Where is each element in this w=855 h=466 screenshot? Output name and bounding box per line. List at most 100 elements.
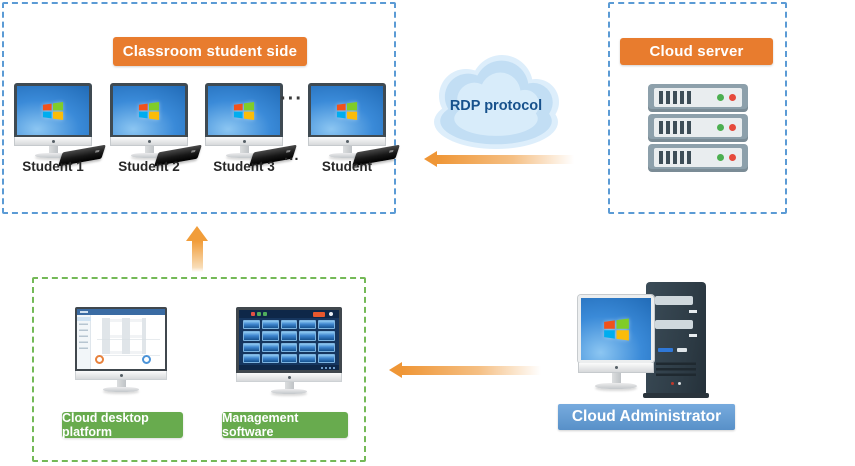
monitor-chin [14,137,92,146]
windows-logo-icon [233,100,255,122]
led-green-icon [717,154,724,161]
monitor-stand [116,380,126,387]
screen-thumbnail [318,353,335,363]
toolbar-user-icon [329,311,333,316]
student-monitor [14,83,92,137]
led-green-icon [717,124,724,131]
rdp-cloud: RDP protocol [418,50,574,152]
windows-logo-icon [603,316,630,343]
screen-thumbnail [299,342,317,352]
management-screen-grid [243,320,335,363]
tower-vents [656,362,696,376]
arrow-tail [191,241,203,272]
classroom-title-banner: Classroom student side [113,37,307,66]
screen-thumbnail [243,331,260,341]
screen-thumbnail [243,353,260,363]
server-panel [654,88,742,107]
monitor-base [226,153,262,158]
management-label-text: Management software [222,411,299,439]
monitor-base [35,153,71,158]
toolbar-green-icon [257,312,261,316]
arrow-server-to-classroom [424,151,574,167]
monitor-stand [144,146,154,153]
monitor-base [131,153,167,158]
classroom-title: Classroom student side [122,43,298,60]
student-monitor [110,83,188,137]
management-statusbar [239,365,339,370]
monitor-chin [205,137,283,146]
dashboard-screen [75,307,167,371]
windows-logo-icon [336,100,358,122]
power-button-icon [677,348,687,352]
bay-indicator [689,334,697,337]
monitor-chin [308,137,386,146]
screen-thumbnail [261,342,279,352]
screen-thumbnail [261,353,279,363]
monitor-chin [75,371,167,380]
monitor-stand [284,382,294,389]
drive-bay [655,296,693,305]
arrowhead-left-icon [389,362,402,378]
windows-logo-icon [138,100,160,122]
student-station-2: Student 2 [110,83,202,178]
student-station-3: Student 3 [205,83,297,178]
tower-leds-icon [671,382,681,385]
led-green-icon [717,94,724,101]
server-vent-slots [659,151,691,164]
screen-thumbnail [261,331,279,341]
cloud-desktop-platform-label: Cloud desktop platform [62,411,183,439]
monitor-stand [342,146,352,153]
management-software-label: Management software [222,411,348,439]
labels-ellipsis: ... [284,147,300,164]
cloud-server-title-banner: Cloud server [620,38,773,65]
dashboard-orange-gauge-icon [95,355,104,364]
screen-thumbnail [318,342,335,352]
arrowhead-left-icon [424,151,437,167]
admin-monitor [578,295,654,389]
monitor-chin [578,363,654,373]
screen-thumbnail [243,342,260,352]
server-unit [648,84,748,112]
server-panel [654,118,742,137]
windows-logo-icon [42,100,64,122]
dashboard-topbar [77,309,165,315]
drive-bay [655,320,693,329]
management-software-monitor [236,307,342,394]
student-monitor [205,83,283,137]
screen-thumbnail [243,320,260,330]
server-vent-slots [659,121,691,134]
dashboard-sidebar [77,315,91,369]
arrow-tail [437,154,574,164]
arrow-platform-to-classroom [186,226,208,273]
led-red-icon [729,94,736,101]
student-label: Student 1 [22,159,84,174]
admin-tower-pc [643,282,709,398]
dashboard-content [92,315,165,369]
server-unit [648,144,748,172]
student-label: Student [321,159,373,174]
server-vent-slots [659,91,691,104]
cloud-desktop-platform-monitor [75,307,167,392]
toolbar-red-icon [251,312,255,316]
platform-label-text: Cloud desktop platform [62,411,149,439]
management-screen [236,307,342,373]
screen-thumbnail [299,353,317,363]
toolbar-action-button-icon [313,312,325,317]
server-panel [654,148,742,167]
cloud-server-title: Cloud server [649,43,744,60]
student-monitor [308,83,386,137]
led-red-icon [729,124,736,131]
bay-indicator [689,310,697,313]
monitor-base [271,389,307,394]
management-topbar [239,310,339,318]
administrator-label-text: Cloud Administrator [571,408,722,425]
screen-thumbnail [280,353,298,363]
screen-thumbnail [261,320,279,330]
monitors-ellipsis: ··· [280,88,303,110]
student-station-n: Student [308,83,400,178]
server-rack [648,84,748,174]
screen-thumbnail [318,320,335,330]
cloud-administrator-label: Cloud Administrator [558,404,735,430]
monitor-base [329,153,365,158]
rdp-protocol-label: RDP protocol [449,98,543,114]
